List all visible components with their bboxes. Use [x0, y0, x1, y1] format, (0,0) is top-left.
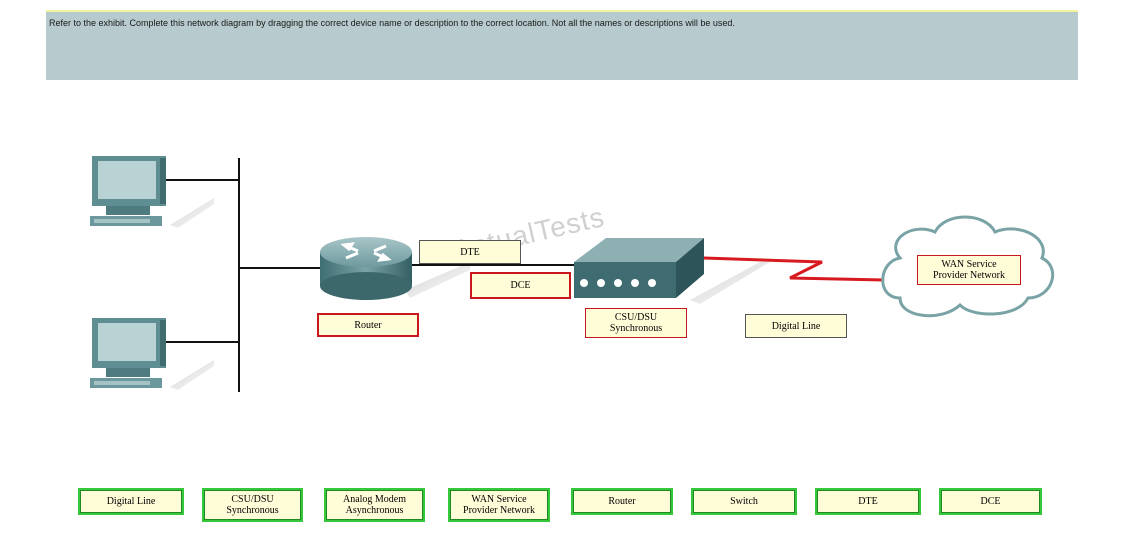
- router-icon: [320, 237, 470, 300]
- placed-wan-label[interactable]: WAN Service Provider Network: [917, 255, 1021, 285]
- placed-dte-label[interactable]: DTE: [419, 240, 521, 264]
- option-analog-modem[interactable]: Analog Modem Asynchronous: [324, 488, 425, 522]
- placed-digital-line-text: Digital Line: [771, 320, 821, 332]
- option-label-line1: Switch: [730, 496, 758, 507]
- placed-dte-text: DTE: [460, 246, 480, 258]
- csu-dsu-icon: [574, 238, 770, 304]
- placed-router-text: Router: [354, 319, 382, 331]
- option-csu-dsu[interactable]: CSU/DSU Synchronous: [202, 488, 303, 522]
- option-label-line2: Synchronous: [226, 505, 279, 516]
- placed-csu-dsu-label[interactable]: CSU/DSU Synchronous: [585, 308, 687, 338]
- option-label-line1: Router: [608, 496, 636, 507]
- option-label-line2: Provider Network: [463, 505, 535, 516]
- instruction-banner: Refer to the exhibit. Complete this netw…: [46, 10, 1078, 80]
- option-label-line1: WAN Service: [471, 494, 527, 505]
- placed-digital-line-label[interactable]: Digital Line: [745, 314, 847, 338]
- placed-router-label[interactable]: Router: [317, 313, 419, 337]
- pc-top-icon: [90, 156, 214, 228]
- pc-bottom-icon: [90, 318, 214, 390]
- option-dce[interactable]: DCE: [939, 488, 1042, 515]
- option-label-line1: DTE: [858, 496, 878, 507]
- option-dte[interactable]: DTE: [815, 488, 921, 515]
- option-wan-service[interactable]: WAN Service Provider Network: [448, 488, 550, 522]
- placed-dce-text: DCE: [510, 280, 531, 291]
- placed-wan-line1: WAN Service: [941, 259, 997, 270]
- option-label-line1: Analog Modem: [342, 494, 407, 505]
- instruction-text: Refer to the exhibit. Complete this netw…: [49, 18, 735, 28]
- placed-dce-label[interactable]: DCE: [470, 272, 571, 299]
- placed-csu-dsu-line1: CSU/DSU: [614, 312, 658, 323]
- option-router[interactable]: Router: [571, 488, 673, 515]
- placed-csu-dsu-line2: Synchronous: [609, 323, 663, 334]
- option-label-line1: DCE: [980, 496, 1001, 507]
- option-label-line1: CSU/DSU: [231, 494, 274, 505]
- option-label-line2: Asynchronous: [345, 505, 404, 516]
- option-label-line1: Digital Line: [106, 496, 156, 507]
- lan-segment: [166, 158, 322, 392]
- option-digital-line[interactable]: Digital Line: [78, 488, 184, 515]
- option-switch[interactable]: Switch: [691, 488, 797, 515]
- placed-wan-line2: Provider Network: [933, 270, 1005, 281]
